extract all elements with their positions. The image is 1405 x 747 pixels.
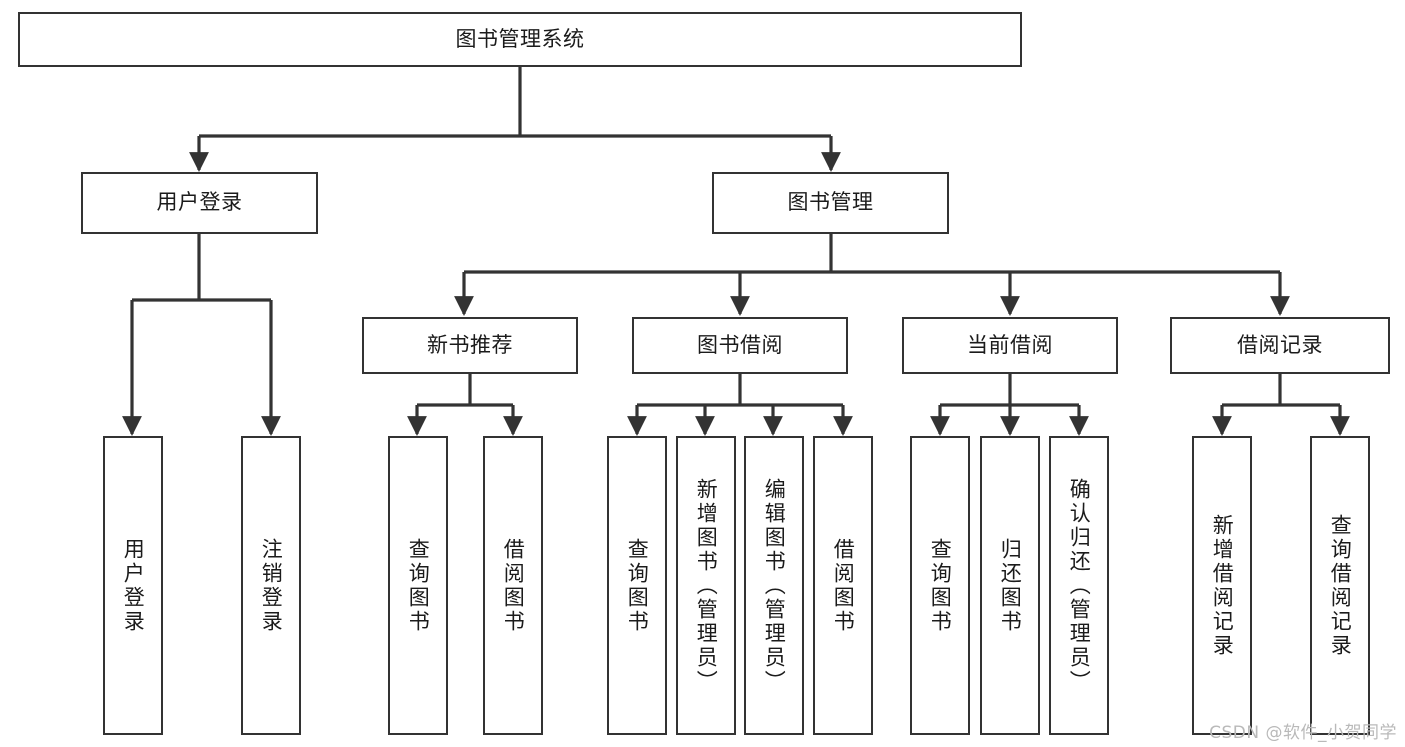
- node-current-borrow[interactable]: 当前借阅: [902, 317, 1118, 374]
- leaf-current-borrow-return-book[interactable]: 归还图书: [980, 436, 1040, 735]
- node-label: 查询图书: [406, 537, 431, 634]
- leaf-borrow-record-add-record[interactable]: 新增借阅记录: [1192, 436, 1252, 735]
- leaf-user-login-login[interactable]: 用户登录: [103, 436, 163, 735]
- node-user-login[interactable]: 用户登录: [81, 172, 318, 234]
- leaf-book-borrow-edit-book-admin[interactable]: 编辑图书（管理员）: [744, 436, 804, 735]
- node-label: 查询图书: [928, 537, 953, 634]
- node-label: 借阅图书: [501, 537, 526, 634]
- node-label: 借阅记录: [1237, 332, 1323, 357]
- node-borrow-record[interactable]: 借阅记录: [1170, 317, 1390, 374]
- leaf-current-borrow-query-book[interactable]: 查询图书: [910, 436, 970, 735]
- node-label: 编辑图书（管理员）: [762, 477, 787, 694]
- node-label: 新增借阅记录: [1210, 513, 1235, 658]
- node-book-management[interactable]: 图书管理: [712, 172, 949, 234]
- node-new-book-recommend[interactable]: 新书推荐: [362, 317, 578, 374]
- node-label: 用户登录: [156, 190, 243, 215]
- leaf-user-login-logout[interactable]: 注销登录: [241, 436, 301, 735]
- node-label: 图书借阅: [697, 332, 783, 357]
- node-label: 查询图书: [625, 537, 650, 634]
- node-label: 归还图书: [998, 537, 1023, 634]
- node-label: 图书管理: [787, 190, 874, 215]
- node-root-book-management-system[interactable]: 图书管理系统: [18, 12, 1022, 67]
- leaf-book-borrow-add-book-admin[interactable]: 新增图书（管理员）: [676, 436, 736, 735]
- node-label: 确认归还（管理员）: [1067, 477, 1092, 694]
- leaf-new-book-query-book[interactable]: 查询图书: [388, 436, 448, 735]
- leaf-new-book-borrow-book[interactable]: 借阅图书: [483, 436, 543, 735]
- watermark-text: CSDN @软件_小贺同学: [1209, 723, 1397, 743]
- node-label: 新增图书（管理员）: [694, 477, 719, 694]
- leaf-borrow-record-query-record[interactable]: 查询借阅记录: [1310, 436, 1370, 735]
- node-label: 用户登录: [121, 537, 146, 634]
- node-label: 注销登录: [259, 537, 284, 634]
- node-book-borrow[interactable]: 图书借阅: [632, 317, 848, 374]
- node-label: 借阅图书: [831, 537, 856, 634]
- node-label: 查询借阅记录: [1328, 513, 1353, 658]
- leaf-book-borrow-borrow-book[interactable]: 借阅图书: [813, 436, 873, 735]
- node-label: 当前借阅: [967, 332, 1053, 357]
- node-label: 图书管理系统: [455, 26, 585, 51]
- leaf-book-borrow-query-book[interactable]: 查询图书: [607, 436, 667, 735]
- node-label: 新书推荐: [427, 332, 513, 357]
- leaf-current-borrow-confirm-return-admin[interactable]: 确认归还（管理员）: [1049, 436, 1109, 735]
